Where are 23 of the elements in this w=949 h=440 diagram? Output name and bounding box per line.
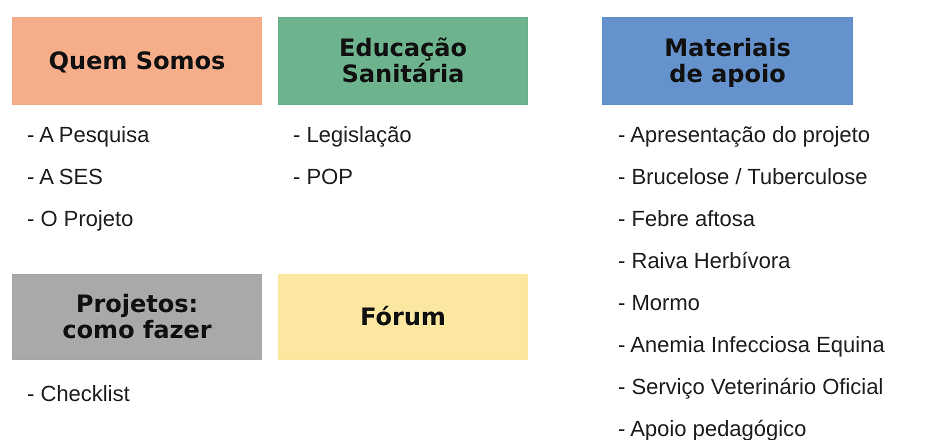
category-title: Fórum xyxy=(360,304,446,330)
list-item: - O Projeto xyxy=(27,208,134,230)
list-item: - Mormo xyxy=(618,292,700,314)
list-item: - A SES xyxy=(27,166,103,188)
list-item: - Apresentação do projeto xyxy=(618,124,870,146)
category-title: Materiais de apoio xyxy=(663,34,792,88)
list-item: - Raiva Herbívora xyxy=(618,250,790,272)
category-box xyxy=(12,17,262,105)
category-box xyxy=(602,17,853,105)
list-item: - Anemia Infecciosa Equina xyxy=(618,334,885,356)
list-item: - POP xyxy=(293,166,353,188)
list-item: - Febre aftosa xyxy=(618,208,755,230)
category-title: Educação Sanitária xyxy=(338,34,468,88)
list-item: - A Pesquisa xyxy=(27,124,150,146)
category-title: Projetos: como fazer xyxy=(61,290,213,344)
list-item: - Legislação xyxy=(293,124,412,146)
list-item: - Serviço Veterinário Oficial xyxy=(618,376,884,398)
list-item: - Checklist xyxy=(27,383,130,405)
category-box xyxy=(278,17,528,105)
category-box xyxy=(278,274,528,360)
category-box xyxy=(12,274,262,360)
list-item: - Brucelose / Tuberculose xyxy=(618,166,868,188)
category-title: Quem Somos xyxy=(48,48,226,74)
